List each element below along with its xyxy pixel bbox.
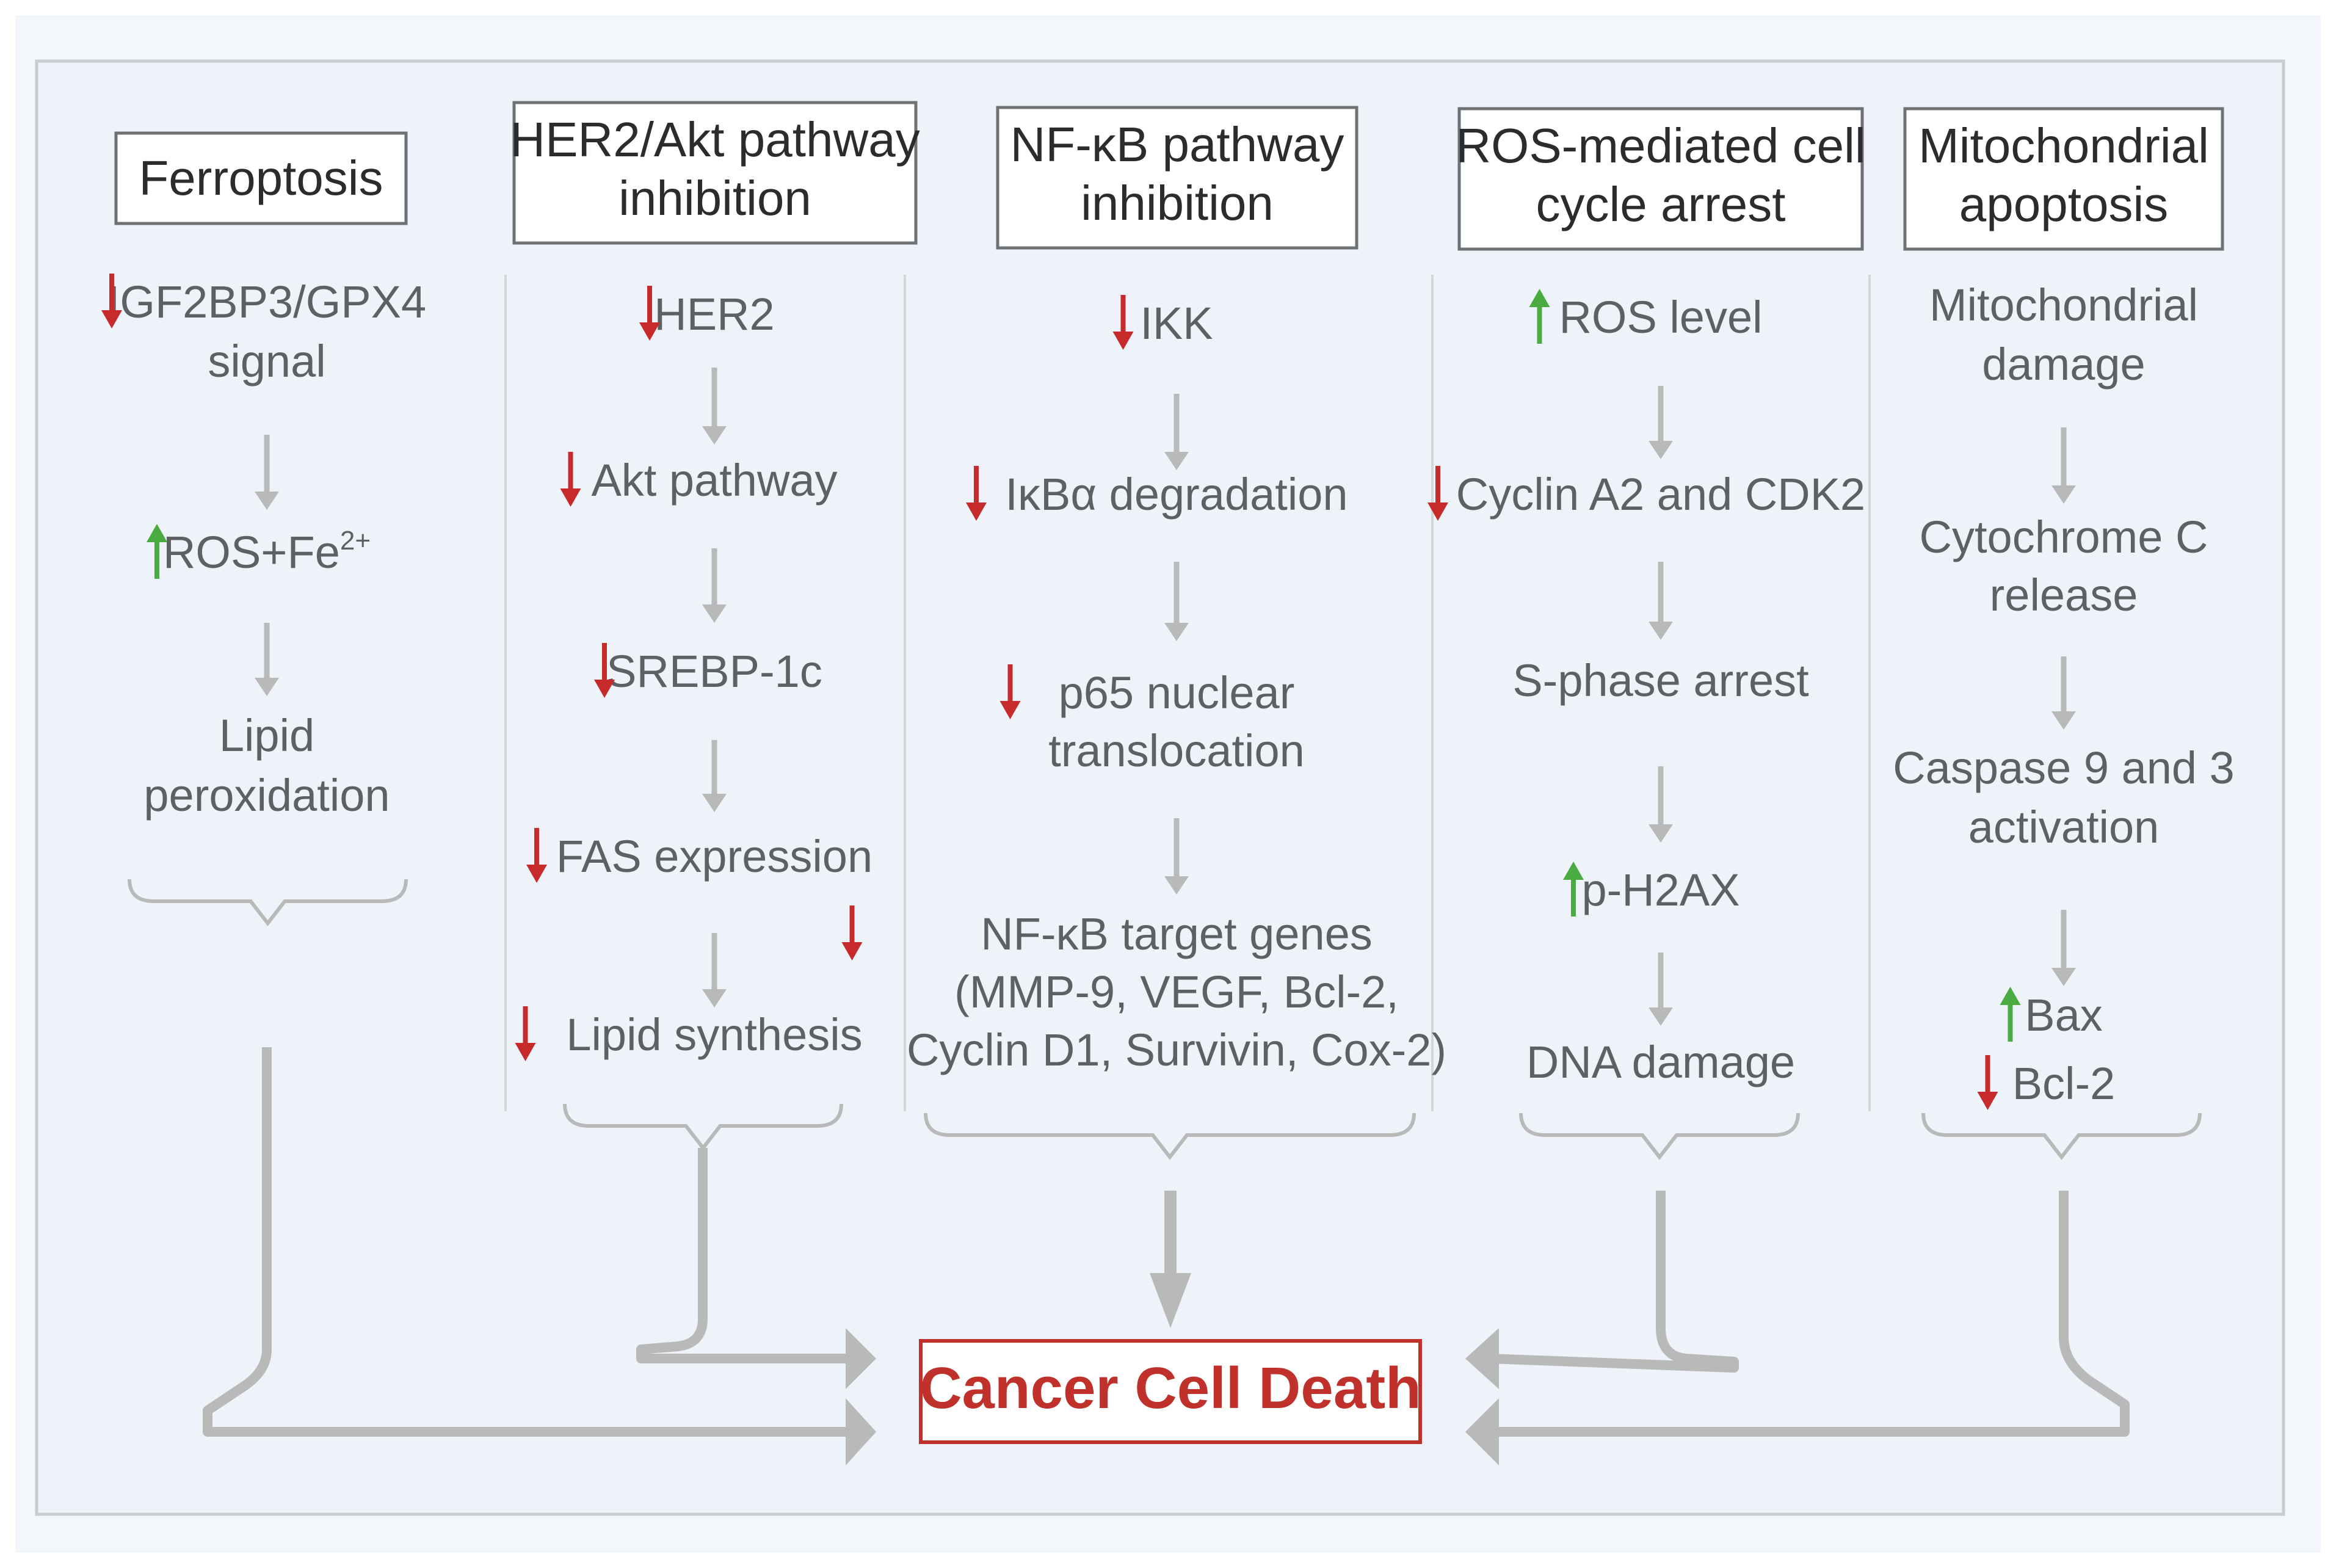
step-label: damage <box>1982 339 2145 390</box>
flow-arrowhead <box>255 492 279 510</box>
up-arrow-icon <box>1529 289 1550 344</box>
step-label: translocation <box>1048 725 1305 776</box>
connector-ros <box>1489 1191 1739 1373</box>
curly-brace <box>1519 1112 1800 1160</box>
flow-arrowhead <box>702 426 727 445</box>
step-label: release <box>1990 570 2138 620</box>
connector-mito <box>1490 1191 2130 1437</box>
flow-arrowhead <box>702 989 727 1007</box>
step-label: peroxidation <box>143 770 390 821</box>
down-arrow-icon <box>515 1006 536 1061</box>
flow-arrowhead <box>702 794 727 812</box>
step-label: Cyclin A2 and CDK2 <box>1456 469 1865 520</box>
step-label: p-H2AX <box>1581 865 1739 915</box>
step-label: Akt pathway <box>591 455 837 506</box>
step-label: IκBα degradation <box>1005 469 1348 520</box>
column-title-box <box>996 106 1358 250</box>
curly-brace <box>1921 1112 2202 1160</box>
column-title: inhibition <box>1081 176 1274 230</box>
step-label: FAS expression <box>556 831 872 882</box>
curly-brace <box>128 879 408 926</box>
up-arrow-icon <box>1563 862 1584 916</box>
column-title: apoptosis <box>1959 177 2168 231</box>
down-arrow-icon <box>101 274 122 328</box>
step-label: IKK <box>1140 298 1213 349</box>
connector-arrowhead <box>1465 1328 1499 1389</box>
connector-her2 <box>636 1148 855 1363</box>
connector-arrowhead <box>1150 1273 1191 1328</box>
step-label: S-phase arrest <box>1512 655 1809 706</box>
down-arrow-icon <box>1112 295 1134 350</box>
flow-arrowhead <box>255 678 279 696</box>
step-label: Caspase 9 and 3 <box>1893 742 2235 793</box>
down-arrow-icon <box>560 452 581 507</box>
column-title: inhibition <box>618 171 811 225</box>
up-arrow-icon <box>147 524 167 579</box>
flow-arrowhead <box>1164 876 1189 895</box>
step-label: SREBP-1c <box>606 646 822 697</box>
flow-arrowhead <box>1164 452 1189 470</box>
step-label: (MMP-9, VEGF, Bcl-2, <box>954 967 1399 1017</box>
step-label: Cytochrome C <box>1920 512 2208 562</box>
outcome-box <box>919 1339 1422 1444</box>
step-label: IGF2BP3/GPX4 <box>107 277 426 327</box>
connector-arrowhead <box>1465 1398 1499 1465</box>
step-label: Bax <box>2025 990 2103 1040</box>
curly-brace <box>924 1112 1416 1160</box>
step-label: HER2 <box>654 289 774 339</box>
flow-arrowhead <box>1649 824 1673 843</box>
step-label: Lipid <box>219 710 314 761</box>
step-label: activation <box>1968 802 2160 852</box>
connector-arrowhead <box>846 1328 876 1389</box>
step-label: Bcl-2 <box>2012 1058 2116 1109</box>
column-title: HER2/Akt pathway <box>510 112 920 167</box>
column-title: Ferroptosis <box>139 151 383 205</box>
connector-ferroptosis <box>203 1047 855 1437</box>
column-title: cycle arrest <box>1536 177 1786 231</box>
column-title-box <box>114 131 408 225</box>
column-title: NF-κB pathway <box>1010 117 1344 172</box>
down-arrow-icon <box>594 643 615 698</box>
step-label: Cyclin D1, Survivin, Cox-2) <box>907 1025 1446 1075</box>
step-label: Lipid synthesis <box>566 1009 862 1060</box>
connector-arrowhead <box>846 1398 876 1465</box>
step-label: DNA damage <box>1526 1037 1795 1087</box>
superscript: 2+ <box>340 526 371 556</box>
flow-arrowhead <box>2051 968 2076 986</box>
down-arrow-icon <box>526 828 547 883</box>
flow-arrowhead <box>2051 711 2076 730</box>
step-label: Mitochondrial <box>1929 280 2198 330</box>
column-title-box <box>1903 107 2224 251</box>
outcome-label: Cancer Cell Death <box>920 1356 1421 1421</box>
column-title: Mitochondrial <box>1918 118 2209 173</box>
step-label: ROS level <box>1559 292 1762 343</box>
flow-arrowhead <box>1649 441 1673 459</box>
column-title-box <box>512 101 918 245</box>
down-arrow-icon <box>1977 1055 1998 1110</box>
down-arrow-icon <box>841 906 863 960</box>
step-label: ROS+Fe2+ <box>163 526 371 578</box>
step-label: NF-κB target genes <box>981 909 1373 959</box>
down-arrow-icon <box>639 286 660 341</box>
diagram-panel <box>35 59 2285 1516</box>
flow-arrowhead <box>1649 1007 1673 1026</box>
flow-arrowhead <box>1164 623 1189 641</box>
column-title: ROS-mediated cell <box>1456 118 1865 173</box>
down-arrow-icon <box>1427 466 1448 521</box>
flow-arrowhead <box>702 604 727 623</box>
down-arrow-icon <box>999 664 1021 719</box>
down-arrow-icon <box>966 466 987 521</box>
step-label: signal <box>208 336 325 387</box>
flow-arrowhead <box>2051 485 2076 504</box>
step-label: p65 nuclear <box>1059 667 1295 718</box>
flow-arrowhead <box>1649 622 1673 640</box>
up-arrow-icon <box>2000 987 2021 1042</box>
column-title-box <box>1457 107 1864 251</box>
